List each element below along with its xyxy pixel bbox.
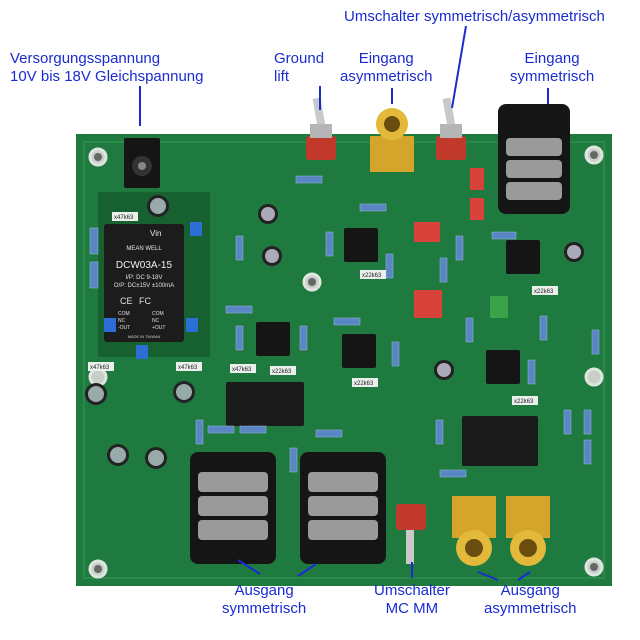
- module-vin: Vin: [150, 229, 161, 238]
- label-eingang-sym: Eingang symmetrisch: [510, 50, 595, 85]
- label-versorgung: Versorgungsspannung 10V bis 18V Gleichsp…: [10, 50, 204, 85]
- module-pin-r2: NC: [152, 318, 160, 324]
- comp-label-2: x22k63: [362, 273, 382, 279]
- label-ground-lift: Ground lift: [274, 50, 325, 85]
- module-brand: MEAN WELL: [126, 246, 162, 252]
- rca-input-asym: [370, 108, 414, 172]
- toggle-umschalter-sym: [436, 97, 466, 160]
- comp-label-4: x22k63: [354, 381, 374, 387]
- leader-lines: [139, 25, 549, 581]
- label-umschalter-sym: Umschalter symmetrisch/asymmetrisch: [344, 8, 605, 25]
- module-output: O/P: DC±15V ±100mA: [114, 283, 174, 289]
- module-pin-r1: COM: [152, 311, 164, 317]
- module-origin: MADE IN TAIWAN: [128, 334, 161, 339]
- rca-output-asym-1: [452, 496, 496, 566]
- comp-label-5: x22k63: [534, 289, 554, 295]
- svg-text:CE: CE: [120, 296, 133, 306]
- xlr-input-sym: [498, 104, 570, 214]
- label-ausgang-asym: Ausgang asymmetrisch: [484, 582, 577, 617]
- resistors: [89, 175, 600, 478]
- comp-label-6: x47k63: [90, 365, 110, 371]
- module-model: DCW03A-15: [116, 260, 173, 271]
- dcdc-module: Vin MEAN WELL DCW03A-15 I/P: DC 9-18V O/…: [104, 224, 184, 342]
- toggle-ground-lift: [306, 97, 336, 160]
- label-eingang-asym: Eingang asymmetrisch: [340, 50, 433, 85]
- comp-label-9: x47k63: [232, 367, 252, 373]
- film-caps: [414, 168, 484, 318]
- module-pin-l3: -OUT: [118, 325, 130, 331]
- relays: [226, 382, 538, 466]
- comp-label-7: x47k63: [178, 365, 198, 371]
- module-pin-r3: +OUT: [152, 325, 165, 331]
- xlr-output-sym-1: [190, 452, 276, 564]
- module-input: I/P: DC 9-18V: [125, 275, 162, 281]
- comp-label-3: x22k63: [272, 369, 292, 375]
- module-pin-l1: COM: [118, 311, 130, 317]
- xlr-output-sym-2: [300, 452, 386, 564]
- comp-label-8: x22k63: [514, 399, 534, 405]
- label-umschalter-mcmm: Umschalter MC MM: [374, 582, 450, 617]
- electrolytic-caps: [85, 195, 584, 469]
- opamp-ics: [256, 228, 540, 384]
- label-ausgang-sym: Ausgang symmetrisch: [222, 582, 307, 617]
- module-pin-l2: NC: [118, 318, 126, 324]
- toggle-mc-mm: [396, 504, 426, 564]
- rca-output-asym-2: [506, 496, 550, 566]
- comp-label-1: x47k63: [114, 215, 134, 221]
- svg-text:FC: FC: [139, 296, 151, 306]
